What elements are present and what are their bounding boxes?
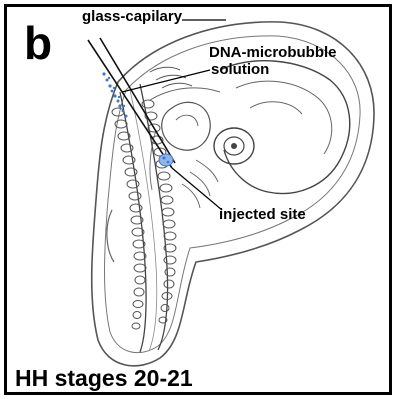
body-fold — [150, 88, 220, 100]
site-pointer — [172, 168, 222, 210]
brain-fold-2 — [250, 102, 302, 114]
injected-site-icon — [159, 154, 173, 166]
heart-detail — [176, 115, 198, 126]
stage-label: HH stages 20-21 — [15, 367, 193, 390]
brain-outline — [220, 61, 350, 194]
solution-label: DNA-microbubble solution — [209, 44, 337, 78]
pharyngeal-arches — [182, 160, 218, 208]
heart-outline — [162, 102, 210, 150]
injected-site-label: injected site — [219, 207, 306, 222]
brain-fold — [236, 81, 332, 154]
limb-bud — [107, 210, 114, 262]
eye-icon — [214, 128, 254, 164]
solution-label-line2: solution — [209, 61, 337, 78]
panel-letter: b — [24, 20, 52, 66]
anterior-somites — [150, 67, 192, 88]
capillary-label: glass-capilary — [82, 9, 182, 24]
solution-label-line1: DNA-microbubble — [209, 44, 337, 61]
somites-right — [142, 100, 176, 323]
